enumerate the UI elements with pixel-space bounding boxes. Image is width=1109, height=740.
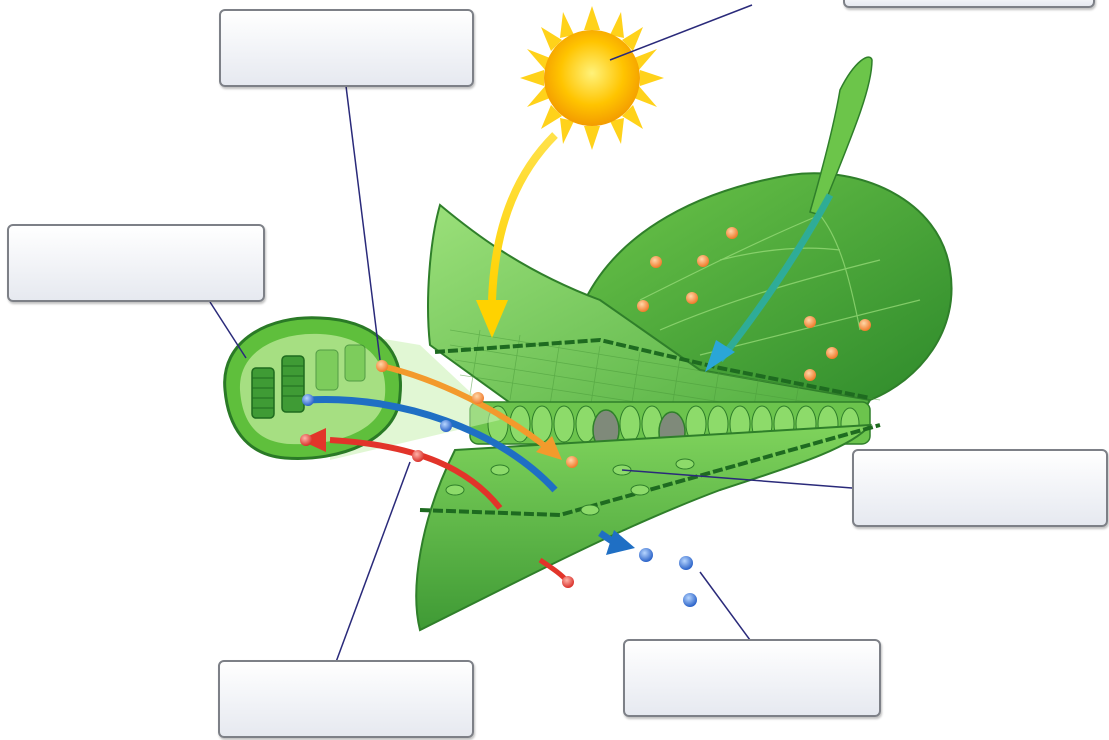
label-box-bottom-right[interactable] (623, 639, 881, 717)
leaf-cross-section-bottom (416, 425, 870, 630)
label-box-bottom-left[interactable] (218, 660, 474, 738)
label-box-top-left[interactable] (219, 9, 474, 87)
label-box-right[interactable] (852, 449, 1108, 527)
label-box-left[interactable] (7, 224, 265, 302)
label-box-top-right[interactable] (843, 0, 1095, 8)
sun-icon (520, 6, 664, 150)
